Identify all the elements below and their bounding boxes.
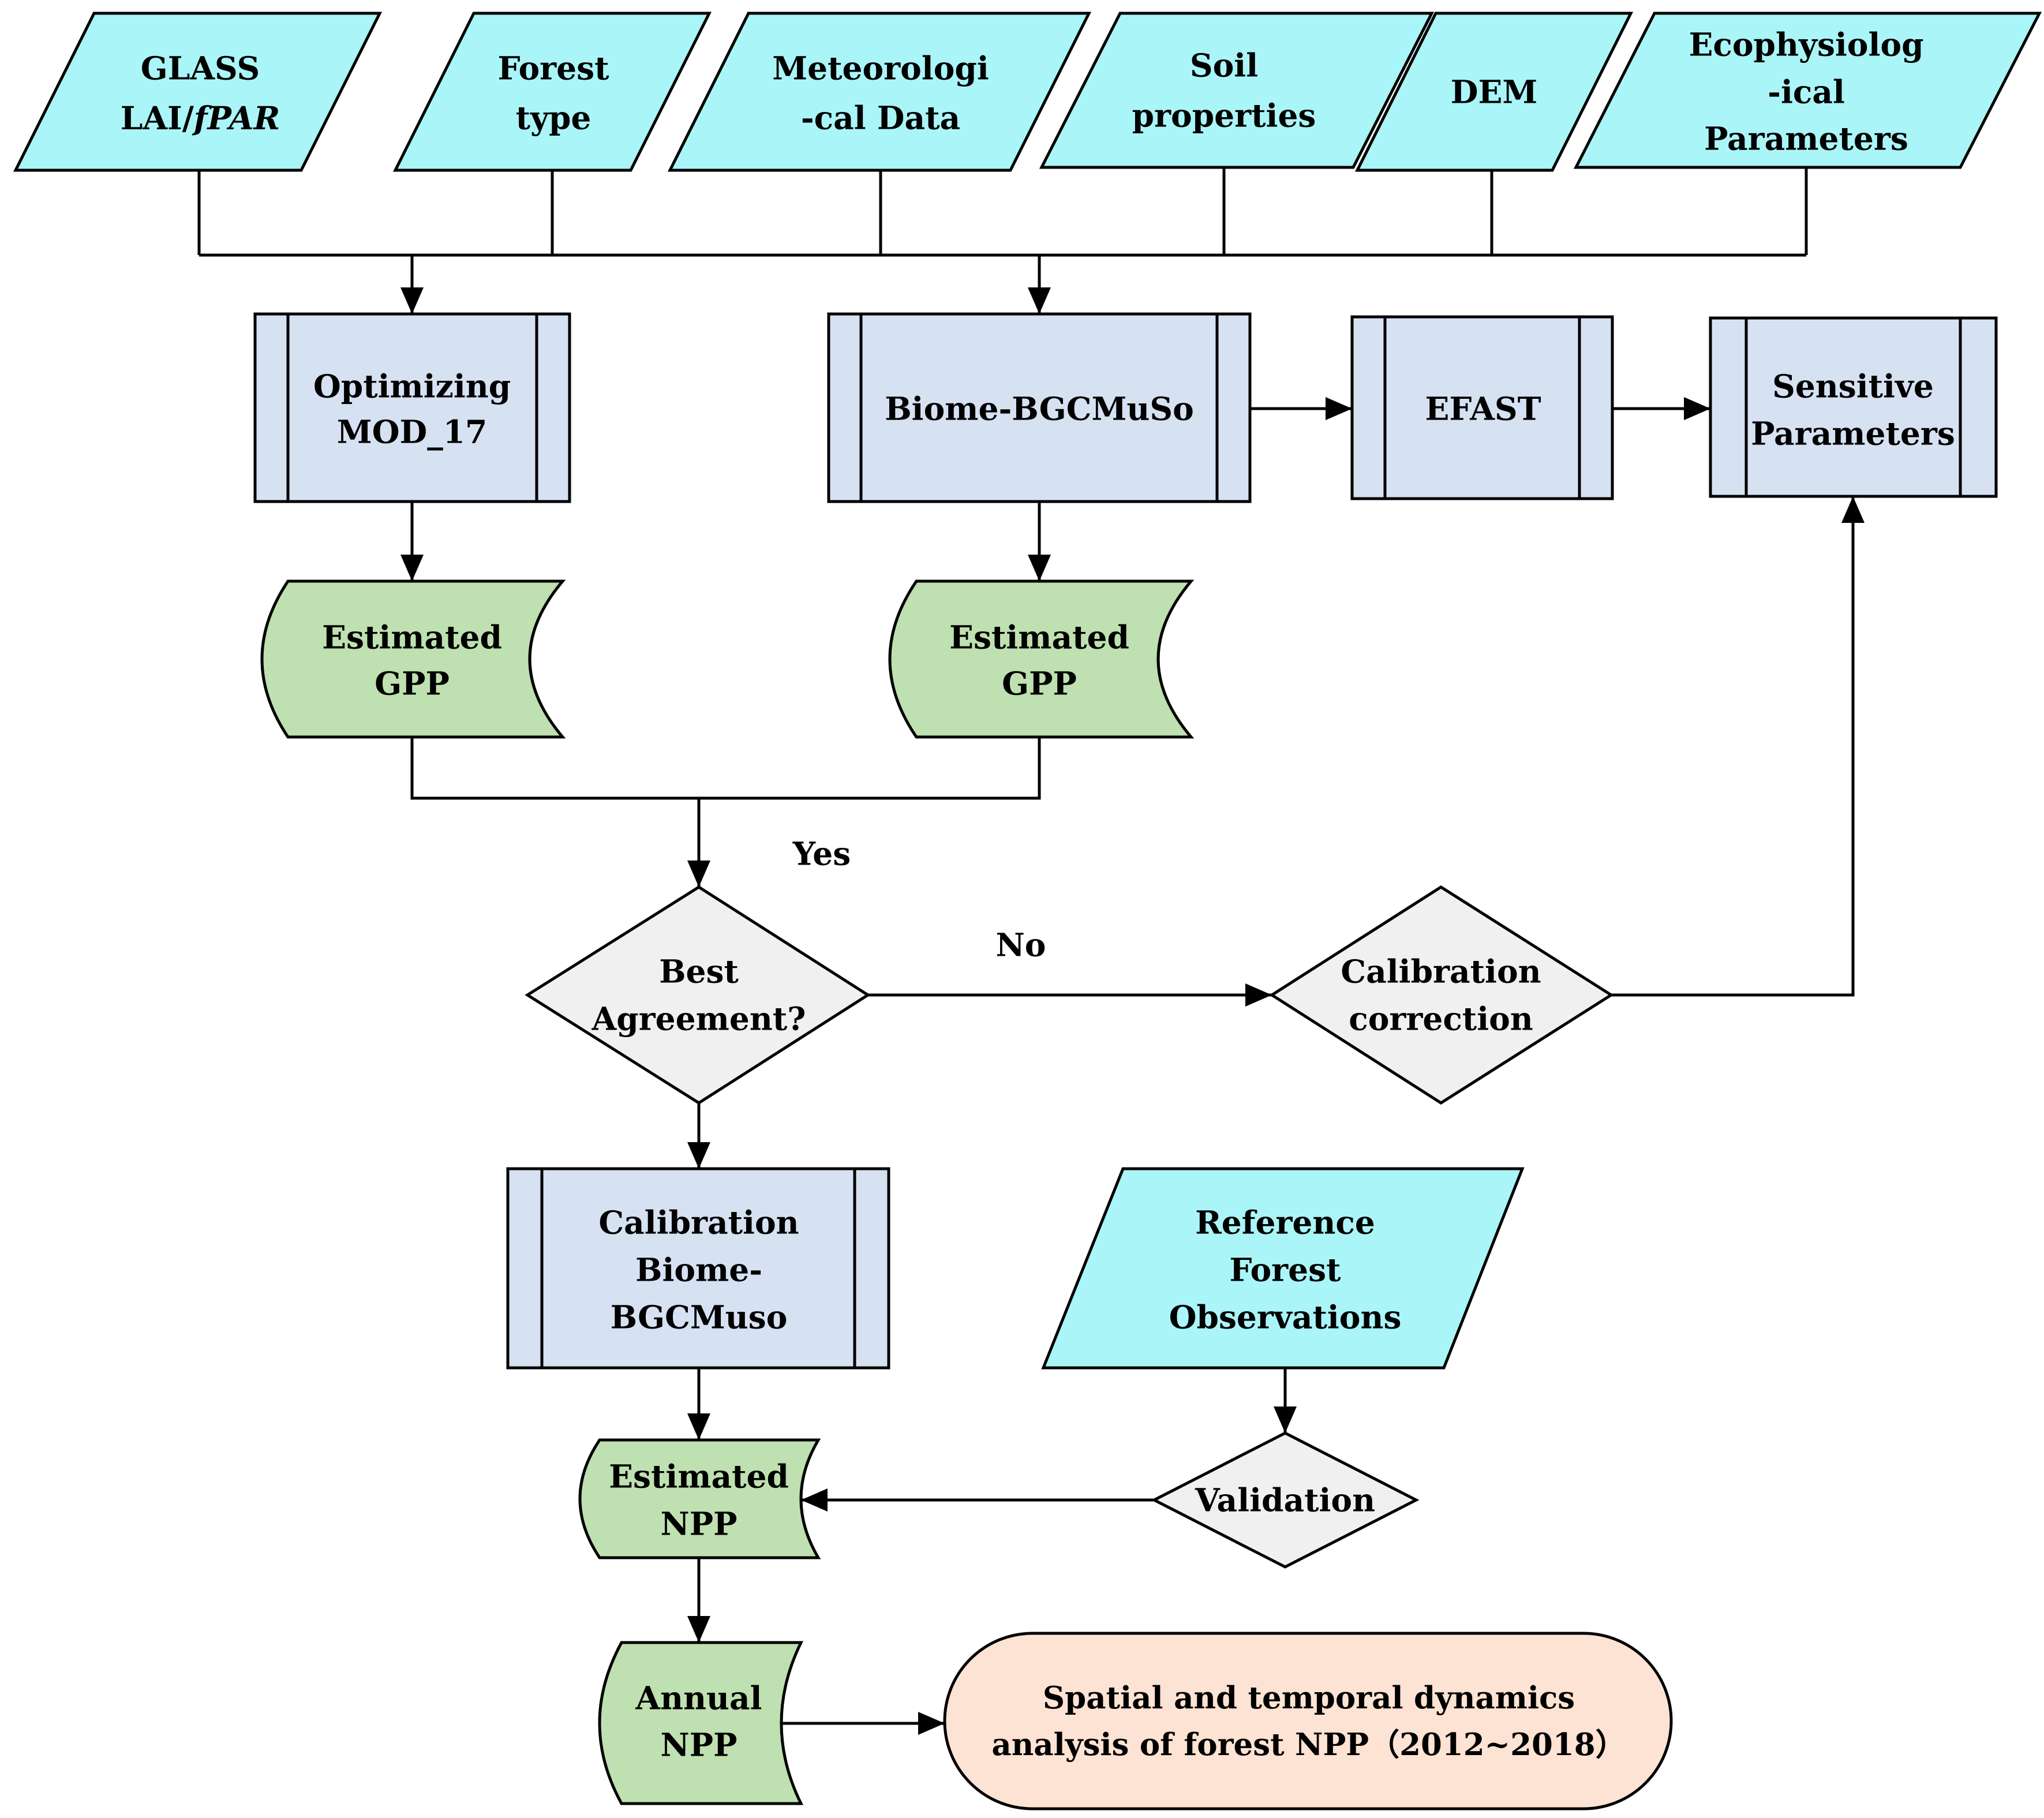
data-gpp-mod17-line1: Estimated [322,619,502,656]
process-efast: EFAST [1350,315,1614,500]
input-glass-line1: GLASS [141,50,260,87]
data-npp-line1: Estimated [609,1458,789,1495]
input-forest-type: Forest type [392,12,712,172]
data-gpp-biome-line2: GPP [1002,665,1077,702]
input-glass: GLASS LAI/fPAR [13,12,383,172]
input-meteorological-shape [667,12,1092,172]
data-npp: Estimated NPP [578,1438,821,1559]
input-soil-line1: Soil [1190,47,1258,84]
input-ecophysiological-line1: Ecophysiolog [1689,26,1923,63]
arrow-calibration-correction-to-sensitive [1611,496,1865,997]
input-meteorological-line2: -cal Data [801,99,960,137]
terminal-analysis-line1: Spatial and temporal dynamics [1043,1680,1575,1716]
process-biome-shape [827,312,1252,503]
process-optimizing-line1: Optimizing [313,368,511,405]
input-ecophysiological-line2: -ical [1768,73,1845,111]
process-biome-line1: Biome-BGCMuSo [885,390,1194,428]
data-npp-shape [578,1438,821,1559]
edge-label-no: No [996,926,1046,964]
data-gpp-mod17-shape [260,579,566,739]
input-meteorological-line1: Meteorologi [772,50,989,87]
process-sensitive-line2: Parameters [1751,415,1955,452]
data-gpp-mod17-line2: GPP [375,665,450,702]
input-ecophysiological-shape [1573,12,2042,169]
edge-label-yes: Yes [792,835,851,873]
data-npp-line2: NPP [661,1505,738,1543]
decision-validation: Validation [1151,1431,1420,1569]
process-sensitive: Sensitive Parameters [1709,316,1998,498]
data-gpp-biome-line1: Estimated [949,619,1129,656]
input-glass-line2-prefix: LAI/ [121,99,194,137]
decision-best-agreement-line1: Best [659,953,739,990]
process-optimizing-line2: MOD_17 [337,413,488,451]
process-calibration-biome-line1: Calibration [598,1204,799,1241]
process-calibration-biome-line3: BGCMuso [611,1299,788,1336]
decision-best-agreement-line2: Agreement? [592,1000,806,1038]
data-annual-npp: Annual NPP [598,1641,804,1805]
input-reference-shape [1041,1167,1525,1370]
input-meteorological: Meteorologi -cal Data [667,12,1092,172]
input-soil: Soil properties [1039,12,1435,169]
process-calibration-biome-line2: Biome- [635,1251,762,1289]
decision-validation-shape [1151,1431,1420,1569]
process-calibration-biome-shape [506,1167,890,1370]
input-forest-type-line1: Forest [497,50,609,87]
input-reference-line2: Forest [1229,1251,1341,1289]
process-efast-line1: EFAST [1425,390,1541,428]
input-reference-line3: Observations [1169,1299,1402,1336]
decision-calibration-correction-line2: correction [1349,1000,1533,1038]
process-optimizing: Optimizing MOD_17 [253,312,571,503]
decision-calibration-correction-line1: Calibration [1341,953,1541,990]
process-biome: Biome-BGCMuSo [827,312,1252,503]
input-ecophysiological: Ecophysiolog -ical Parameters [1573,12,2042,169]
input-reference-line1: Reference [1195,1204,1375,1241]
decision-best-agreement: Best Agreement? [525,885,871,1105]
input-reference: Reference Forest Observations [1041,1167,1525,1370]
input-glass-line2-italic: fPAR [192,99,280,137]
input-ecophysiological-line3: Parameters [1704,120,1908,158]
input-forest-type-shape [392,12,712,172]
process-sensitive-line1: Sensitive [1772,368,1934,405]
input-dem-line1: DEM [1451,73,1538,111]
process-calibration-biome: Calibration Biome- BGCMuso [506,1167,890,1370]
decision-validation-line1: Validation [1195,1482,1375,1519]
terminal-analysis: Spatial and temporal dynamics analysis o… [943,1632,1673,1810]
data-gpp-mod17: Estimated GPP [260,579,566,739]
terminal-analysis-line2: analysis of forest NPP（2012~2018） [991,1727,1626,1763]
input-glass-line2: LAI/fPAR [121,99,280,137]
terminal-analysis-shape [943,1632,1673,1810]
edges [197,167,1865,1735]
process-efast-shape [1350,315,1614,500]
input-soil-line2: properties [1132,97,1316,134]
data-annual-npp-line2: NPP [661,1726,738,1764]
input-dem: DEM [1354,12,1634,172]
decision-calibration-correction-shape [1269,885,1614,1105]
input-dem-shape [1354,12,1634,172]
edge-gpp-merge [410,737,1041,800]
process-sensitive-shape [1709,316,1998,498]
data-gpp-biome-shape [888,579,1195,739]
decision-best-agreement-shape [525,885,871,1105]
data-annual-npp-line1: Annual [635,1679,762,1717]
input-soil-shape [1039,12,1435,169]
input-glass-shape [13,12,383,172]
data-gpp-biome: Estimated GPP [888,579,1195,739]
input-forest-type-line2: type [516,99,592,137]
data-annual-npp-shape [598,1641,804,1805]
process-optimizing-shape [253,312,571,503]
decision-calibration-correction: Calibration correction [1269,885,1614,1105]
